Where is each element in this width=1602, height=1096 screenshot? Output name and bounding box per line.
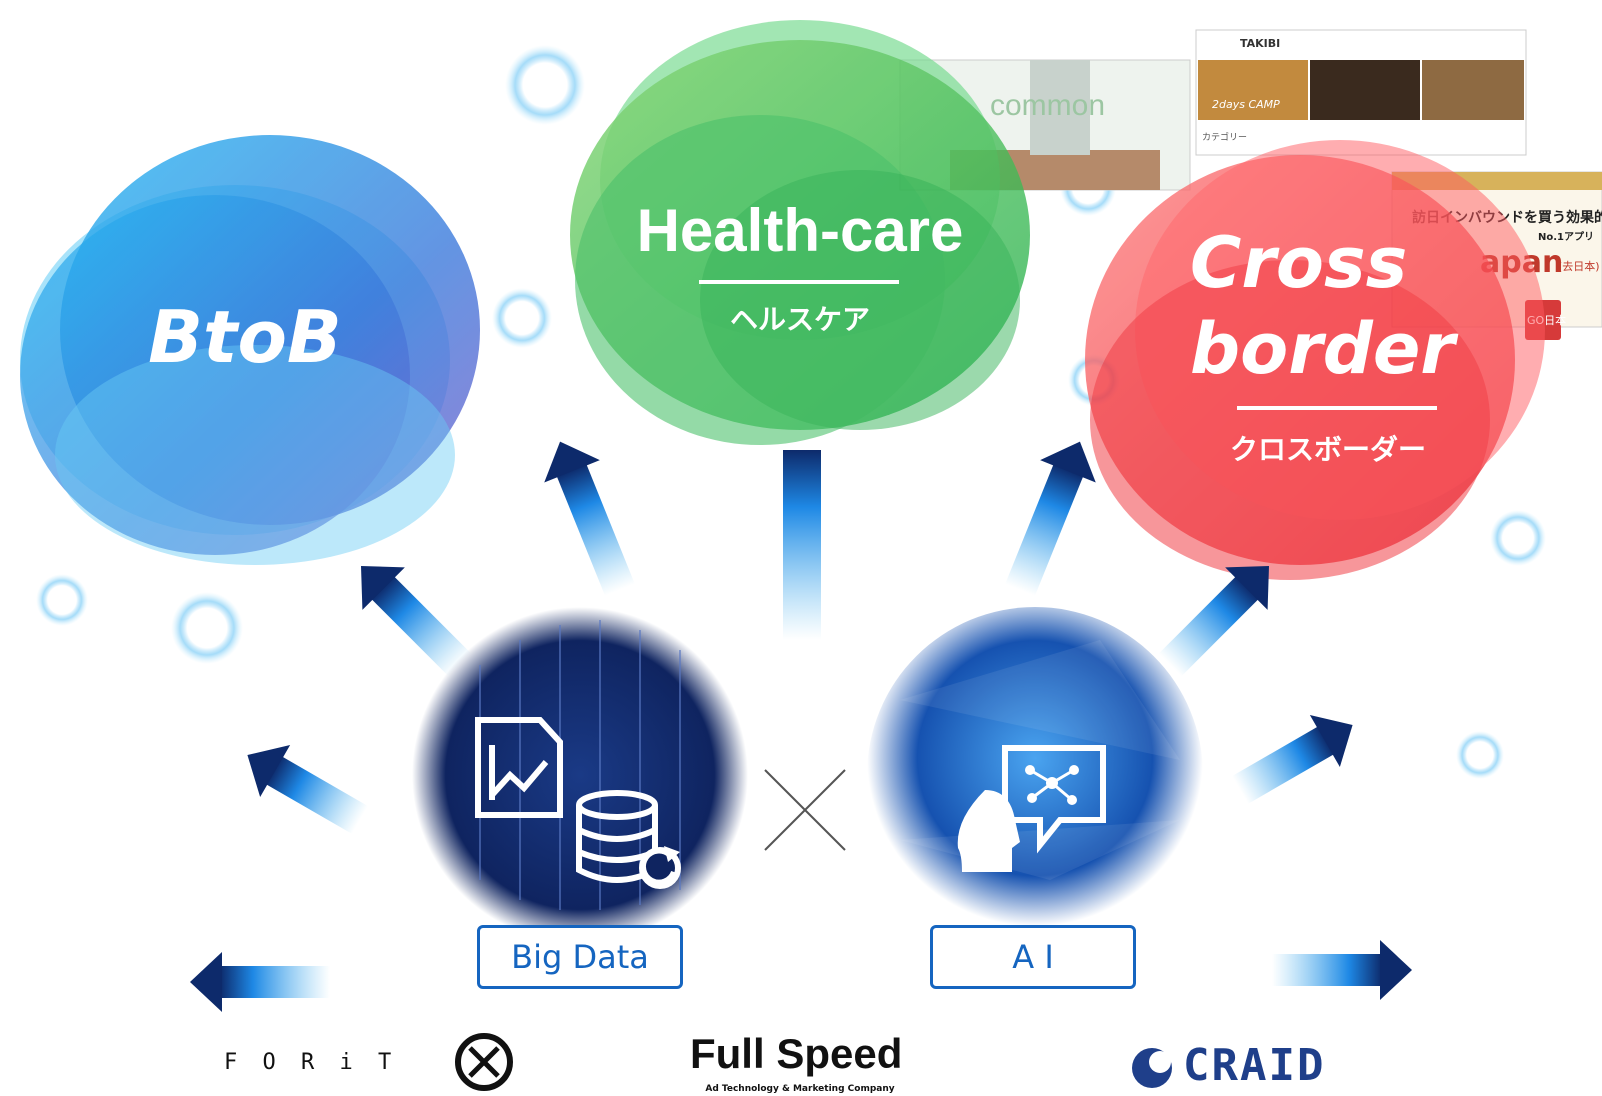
arrow-left-bottom: [190, 952, 330, 1012]
crossborder-underline: [1237, 406, 1437, 410]
ai-orb: [867, 607, 1203, 943]
common-brand: common: [990, 89, 1105, 122]
bigdata-label: Big Data: [477, 925, 683, 989]
bubble: [1490, 510, 1546, 566]
gojapan-badge: GO日本: [1527, 313, 1566, 327]
screenshot-takibi: TAKIBI 2days CAMP カテゴリー: [1195, 29, 1527, 156]
gojapan-brand-note: (去日本): [1558, 259, 1600, 273]
arrow-up-left-inner: [544, 441, 635, 596]
forit-logo-mark: [455, 1033, 513, 1091]
takibi-brand: TAKIBI: [1240, 37, 1280, 50]
speech-network-icon: [1002, 745, 1106, 854]
craid-logo-mark: [1132, 1048, 1172, 1088]
bubble: [505, 45, 585, 125]
bigdata-orb: [412, 607, 748, 943]
fullspeed-logo: Full Speed: [690, 1030, 903, 1077]
craid-logo: CRAID: [1183, 1040, 1326, 1091]
healthcare-underline: [699, 280, 899, 284]
btob-label: BtoB: [148, 295, 342, 379]
arrow-up-left-mid: [361, 566, 472, 677]
ai-label: A I: [930, 925, 1136, 989]
bubble: [492, 288, 552, 348]
healthcare-sublabel: ヘルスケア: [729, 303, 870, 336]
healthcare-label: Health-care: [636, 197, 964, 264]
bubble: [36, 574, 88, 626]
bubble: [171, 592, 243, 664]
healthcare-bubble: [570, 20, 1030, 445]
gojapan-headline: 訪日インバウンドを買う効果的に!: [1412, 209, 1602, 226]
chart-document-icon: [475, 717, 563, 818]
arrow-healthcare: [783, 450, 821, 640]
database-refresh-icon: [576, 790, 681, 889]
btob-bubble: [20, 135, 480, 565]
decorative-bubbles: [36, 45, 1546, 779]
arrow-up-right-mid: [1158, 566, 1269, 677]
arrows: [190, 441, 1412, 1012]
arrow-left-low: [247, 745, 368, 834]
crossborder-sublabel: クロスボーダー: [1230, 433, 1427, 466]
bubble: [1456, 731, 1504, 779]
takibi-category: カテゴリー: [1202, 131, 1247, 143]
crossborder-label-line1: Cross: [1190, 222, 1408, 304]
multiply-icon: [764, 769, 846, 851]
forit-logo: F O R i T: [224, 1050, 398, 1075]
crossborder-label-line2: border: [1190, 308, 1455, 390]
arrow-up-right-inner: [1005, 441, 1096, 596]
arrow-right-bottom: [1272, 940, 1412, 1000]
gojapan-sub: No.1アプリ: [1538, 230, 1594, 243]
fullspeed-tagline: Ad Technology & Marketing Company: [705, 1084, 895, 1094]
takibi-caption: 2days CAMP: [1212, 98, 1280, 111]
crossborder-bubble: [1085, 140, 1545, 580]
arrow-right-low: [1232, 715, 1353, 804]
